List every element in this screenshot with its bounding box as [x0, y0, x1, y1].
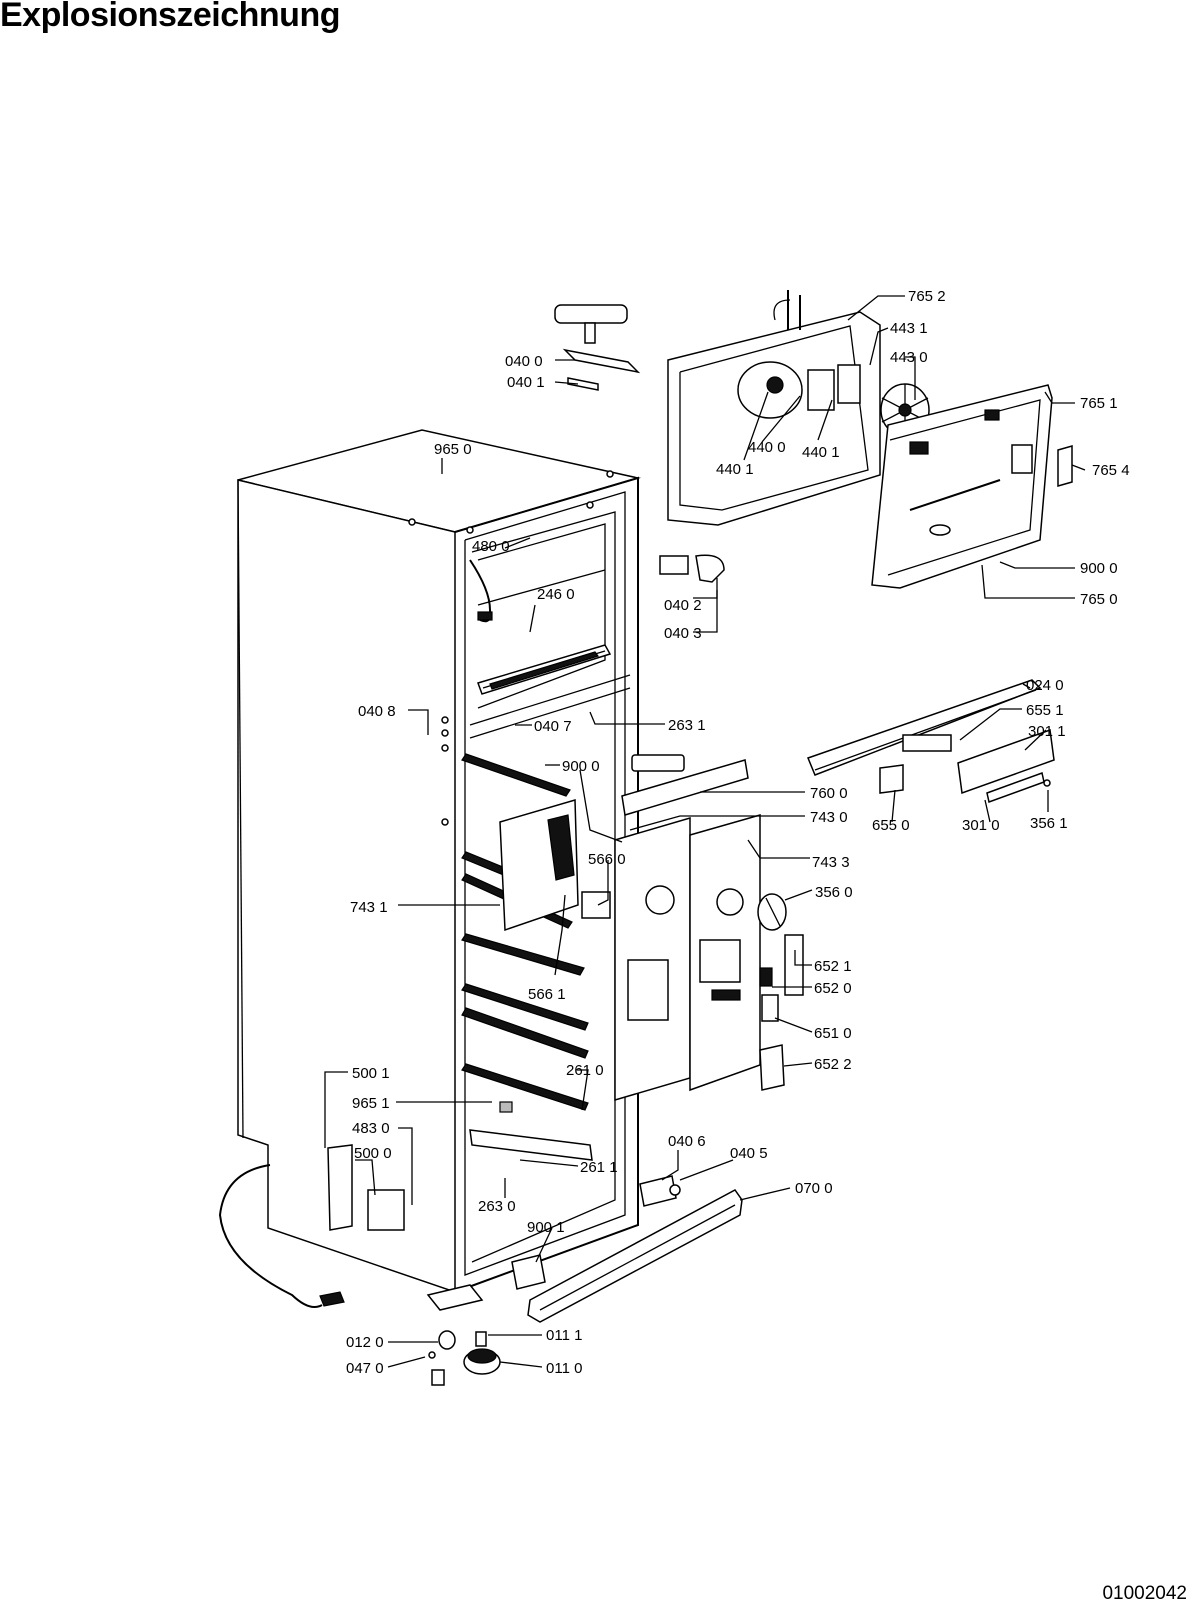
part-label-047-0: 047 0 — [346, 1360, 384, 1377]
part-label-012-0: 012 0 — [346, 1334, 384, 1351]
part-label-655-0: 655 0 — [872, 817, 910, 834]
part-label-040-5: 040 5 — [730, 1145, 768, 1162]
part-label-765-0: 765 0 — [1080, 591, 1118, 608]
part-label-765-4: 765 4 — [1092, 462, 1130, 479]
control-housing — [614, 754, 761, 1102]
part-label-040-0: 040 0 — [505, 353, 543, 370]
adjustable-foot — [428, 1330, 501, 1386]
part-label-261-1: 261 1 — [580, 1159, 618, 1176]
part-label-652-0: 652 0 — [814, 980, 852, 997]
part-label-040-2: 040 2 — [664, 597, 702, 614]
part-label-655-1: 655 1 — [1026, 702, 1064, 719]
part-label-765-1: 765 1 — [1080, 395, 1118, 412]
part-label-566-0: 566 0 — [588, 851, 626, 868]
part-label-040-3: 040 3 — [664, 625, 702, 642]
part-label-965-1: 965 1 — [352, 1095, 390, 1112]
part-label-040-1: 040 1 — [507, 374, 545, 391]
part-label-440-0: 440 0 — [748, 439, 786, 456]
part-labels: 765 2 443 1 443 0 040 0 040 1 765 1 440 … — [346, 288, 1130, 1377]
page-title: Explosionszeichnung — [0, 0, 340, 34]
part-label-301-1: 301 1 — [1028, 723, 1066, 740]
part-label-011-0: 011 0 — [546, 1360, 582, 1377]
part-label-483-0: 483 0 — [352, 1120, 390, 1137]
part-label-965-0: 965 0 — [434, 441, 472, 458]
evaporator-cover-panel — [871, 384, 1053, 589]
part-label-301-0: 301 0 — [962, 817, 1000, 834]
part-label-263-0: 263 0 — [478, 1198, 516, 1215]
part-label-443-1: 443 1 — [890, 320, 928, 337]
crisper-cover — [499, 799, 611, 932]
part-label-356-1: 356 1 — [1030, 815, 1068, 832]
part-label-246-0: 246 0 — [537, 586, 575, 603]
part-label-440-1-b: 440 1 — [716, 461, 754, 478]
part-label-024-0: 024 0 — [1026, 677, 1064, 694]
part-label-440-1: 440 1 — [802, 444, 840, 461]
compressor-parts — [327, 1101, 593, 1231]
part-label-743-0: 743 0 — [810, 809, 848, 826]
part-label-070-0: 070 0 — [795, 1180, 833, 1197]
part-label-040-7: 040 7 — [534, 718, 572, 735]
freezer-housing — [667, 290, 881, 526]
lamp-shade — [1057, 445, 1073, 487]
part-label-743-1: 743 1 — [350, 899, 388, 916]
hinge-bottom — [511, 1175, 681, 1290]
part-label-443-0: 443 0 — [890, 349, 928, 366]
part-label-652-2: 652 2 — [814, 1056, 852, 1073]
part-label-500-1: 500 1 — [352, 1065, 390, 1082]
part-label-743-3: 743 3 — [812, 854, 850, 871]
part-label-040-8: 040 8 — [358, 703, 396, 720]
hinge-clips — [659, 554, 725, 583]
part-label-261-0: 261 0 — [566, 1062, 604, 1079]
part-label-566-1: 566 1 — [528, 986, 566, 1003]
document-number: 01002042 — [1102, 1583, 1187, 1604]
bottom-cover — [527, 1189, 743, 1323]
door-rail — [807, 679, 1055, 803]
part-label-040-6: 040 6 — [668, 1133, 706, 1150]
door-hinge-top — [554, 304, 641, 391]
part-label-765-2: 765 2 — [908, 288, 946, 305]
part-label-356-0: 356 0 — [815, 884, 853, 901]
part-label-011-1: 011 1 — [546, 1327, 582, 1344]
part-label-900-0: 900 0 — [1080, 560, 1118, 577]
part-label-263-1: 263 1 — [668, 717, 706, 734]
part-label-651-0: 651 0 — [814, 1025, 852, 1042]
part-label-900-1: 900 1 — [527, 1219, 565, 1236]
leader-lines — [324, 295, 1086, 1368]
part-label-480-0: 480 0 — [472, 538, 510, 555]
lamp-socket — [759, 934, 804, 1091]
part-label-500-0: 500 0 — [354, 1145, 392, 1162]
part-label-900-0-b: 900 0 — [562, 758, 600, 775]
thermostat-knob — [757, 893, 787, 931]
part-label-652-1: 652 1 — [814, 958, 852, 975]
part-label-760-0: 760 0 — [810, 785, 848, 802]
